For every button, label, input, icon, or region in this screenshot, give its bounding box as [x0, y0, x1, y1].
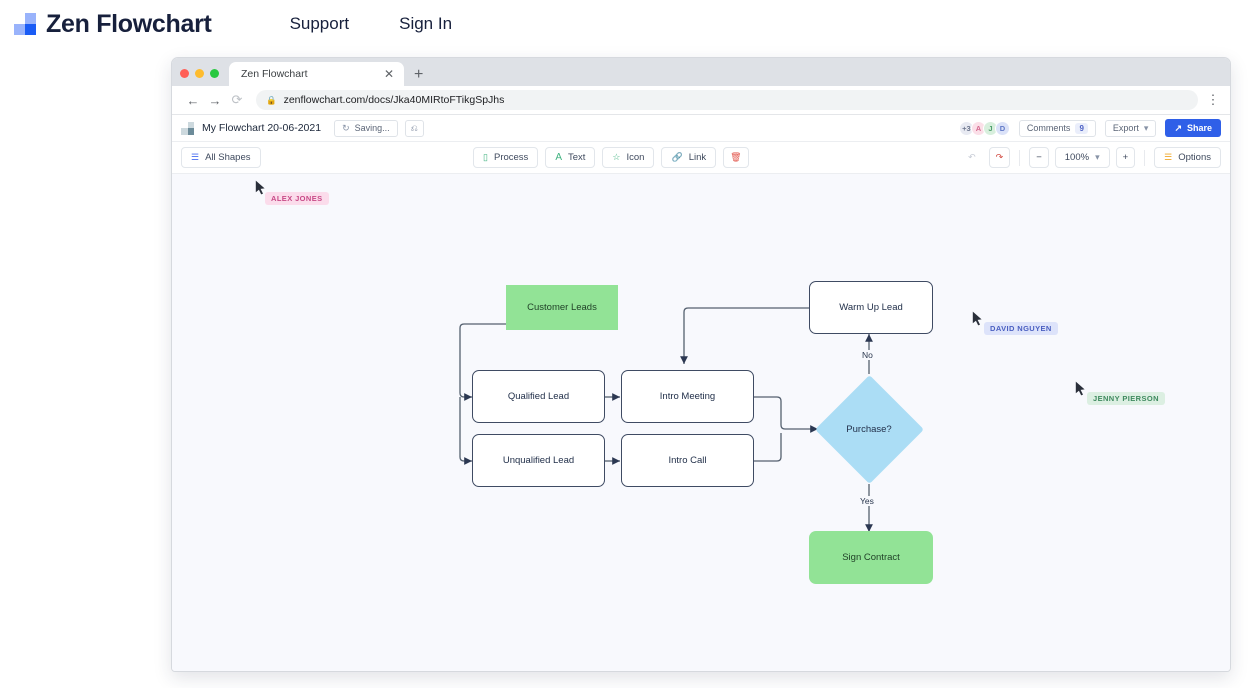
undo-icon: ↶ [968, 152, 976, 162]
nav-link-sign-in[interactable]: Sign In [399, 14, 453, 33]
node-purchase-label: Purchase? [846, 424, 892, 435]
external-link-icon: ↗ [1174, 122, 1182, 133]
comments-button[interactable]: Comments 9 [1018, 119, 1096, 137]
options-button[interactable]: ☰ Options [1154, 147, 1221, 168]
trash-icon: 🗑 [730, 152, 742, 162]
all-shapes-button[interactable]: ☰ All Shapes [181, 147, 261, 168]
toolbar-divider [1144, 149, 1146, 166]
edge-label-yes: Yes [858, 496, 876, 506]
text-tool-label: Text [567, 152, 586, 163]
app-title-bar: My Flowchart 20-06-2021 ↻ Saving... ⎌ +3… [172, 115, 1230, 142]
history-clock-icon: ⎌ [410, 122, 418, 133]
zoom-out-button[interactable]: − [1029, 147, 1049, 168]
avatar[interactable]: D [994, 120, 1010, 136]
link-icon: 🔗 [671, 152, 683, 162]
rectangle-icon: ▯ [483, 152, 488, 162]
close-icon[interactable]: ✕ [383, 67, 394, 81]
process-tool-label: Process [493, 152, 529, 163]
window-controls [180, 69, 219, 86]
sliders-icon: ☰ [1164, 152, 1173, 162]
hamburger-icon: ☰ [191, 152, 200, 162]
browser-tab-title: Zen Flowchart [241, 68, 308, 80]
url-input[interactable]: 🔒 zenflowchart.com/docs/Jka40MIRtoFTikgS… [256, 90, 1198, 110]
browser-window: Zen Flowchart ✕ + ← → ⟳ 🔒 zenflowchart.c… [171, 57, 1231, 672]
zoom-in-label: + [1122, 152, 1129, 163]
minimize-window-button[interactable] [195, 69, 204, 78]
node-unqualified-lead[interactable]: Unqualified Lead [472, 434, 605, 487]
view-tools-group: ↶ ↷ − 100% ▾ + ☰ Options [961, 147, 1221, 168]
link-tool-button[interactable]: 🔗 Link [661, 147, 717, 168]
back-arrow-icon[interactable]: ← [186, 92, 200, 108]
browser-tab[interactable]: Zen Flowchart ✕ [229, 62, 404, 86]
site-header: Zen Flowchart Support Sign In [0, 0, 1253, 48]
flowchart-connectors [459, 307, 873, 532]
zoom-in-button[interactable]: + [1115, 147, 1136, 168]
chevron-down-icon: ▾ [1143, 122, 1149, 133]
node-qualified-lead[interactable]: Qualified Lead [472, 370, 605, 423]
share-button[interactable]: ↗ Share [1165, 119, 1221, 137]
plus-icon[interactable]: + [414, 66, 424, 83]
export-button[interactable]: Export ▾ [1104, 119, 1157, 137]
nametag-alex-jones: ALEX JONES [265, 192, 329, 205]
cursor-alex-jones [255, 180, 265, 195]
maximize-window-button[interactable] [210, 69, 219, 78]
node-warm-up-lead[interactable]: Warm Up Lead [809, 281, 933, 334]
redo-icon: ↷ [995, 152, 1004, 162]
cursor-jenny-pierson [1075, 381, 1085, 396]
comments-count-badge: 9 [1075, 122, 1088, 134]
nav-link-support[interactable]: Support [289, 14, 350, 33]
forward-arrow-icon[interactable]: → [208, 92, 222, 108]
share-label: Share [1186, 123, 1212, 133]
all-shapes-label: All Shapes [205, 152, 251, 163]
close-window-button[interactable] [180, 69, 189, 78]
lock-icon: 🔒 [266, 94, 277, 105]
reload-icon[interactable]: ⟳ [231, 92, 243, 107]
browser-address-bar: ← → ⟳ 🔒 zenflowchart.com/docs/Jka40MIRto… [172, 86, 1230, 115]
process-tool-button[interactable]: ▯ Process [473, 147, 539, 168]
comments-label: Comments [1026, 123, 1071, 133]
save-status-button[interactable]: ↻ Saving... [334, 119, 398, 137]
save-status-label: Saving... [354, 123, 390, 133]
brand-name: Zen Flowchart [46, 9, 212, 38]
document-title[interactable]: My Flowchart 20-06-2021 [202, 122, 322, 134]
star-icon: ☆ [612, 152, 621, 162]
nametag-david-nguyen: DAVID NGUYEN [984, 322, 1058, 335]
link-tool-label: Link [688, 152, 707, 163]
history-button[interactable]: ⎌ [404, 119, 424, 137]
zoom-level-label: 100% [1064, 152, 1090, 163]
toolbar-divider [1019, 149, 1021, 166]
options-label: Options [1178, 152, 1211, 163]
zen-flowchart-logo-icon [14, 13, 36, 35]
site-nav: Support Sign In [290, 14, 452, 34]
kebab-menu-icon[interactable]: ⋮ [1206, 91, 1220, 107]
text-a-icon: A [555, 152, 562, 163]
brand[interactable]: Zen Flowchart [14, 10, 212, 39]
node-intro-call[interactable]: Intro Call [621, 434, 754, 487]
zoom-out-label: − [1036, 152, 1042, 163]
edge-label-no: No [860, 350, 875, 360]
undo-button[interactable]: ↶ [961, 147, 983, 168]
icon-tool-label: Icon [626, 152, 645, 163]
chevron-down-icon: ▾ [1095, 152, 1100, 162]
icon-tool-button[interactable]: ☆ Icon [602, 147, 655, 168]
node-customer-leads-label: Customer Leads [506, 285, 618, 330]
redo-button[interactable]: ↷ [988, 147, 1011, 168]
node-intro-meeting[interactable]: Intro Meeting [621, 370, 754, 423]
delete-button[interactable]: 🗑 [723, 147, 749, 168]
text-tool-button[interactable]: A Text [545, 147, 596, 168]
cursor-david-nguyen [972, 311, 982, 326]
shape-tools-group: ▯ Process A Text ☆ Icon 🔗 Link 🗑 [473, 147, 749, 168]
url-text: zenflowchart.com/docs/Jka40MIRtoFTikgSpJ… [283, 94, 505, 106]
sync-icon: ↻ [342, 122, 350, 133]
node-sign-contract[interactable]: Sign Contract [809, 531, 933, 584]
zoom-level-select[interactable]: 100% ▾ [1054, 147, 1110, 168]
app-toolbar: ☰ All Shapes ▯ Process A Text ☆ Icon 🔗 L… [172, 142, 1230, 174]
app-logo-icon[interactable] [181, 121, 194, 135]
browser-tab-strip: Zen Flowchart ✕ + [172, 58, 1230, 86]
export-label: Export [1112, 123, 1139, 133]
flowchart-canvas[interactable]: Customer Leads Qualified Lead Unqualifie… [172, 174, 1230, 671]
collaborator-avatars: +3 A J D [958, 120, 1010, 136]
app-bar-right-group: +3 A J D Comments 9 Export ▾ ↗ Share [958, 119, 1221, 137]
nametag-jenny-pierson: JENNY PIERSON [1087, 392, 1165, 405]
